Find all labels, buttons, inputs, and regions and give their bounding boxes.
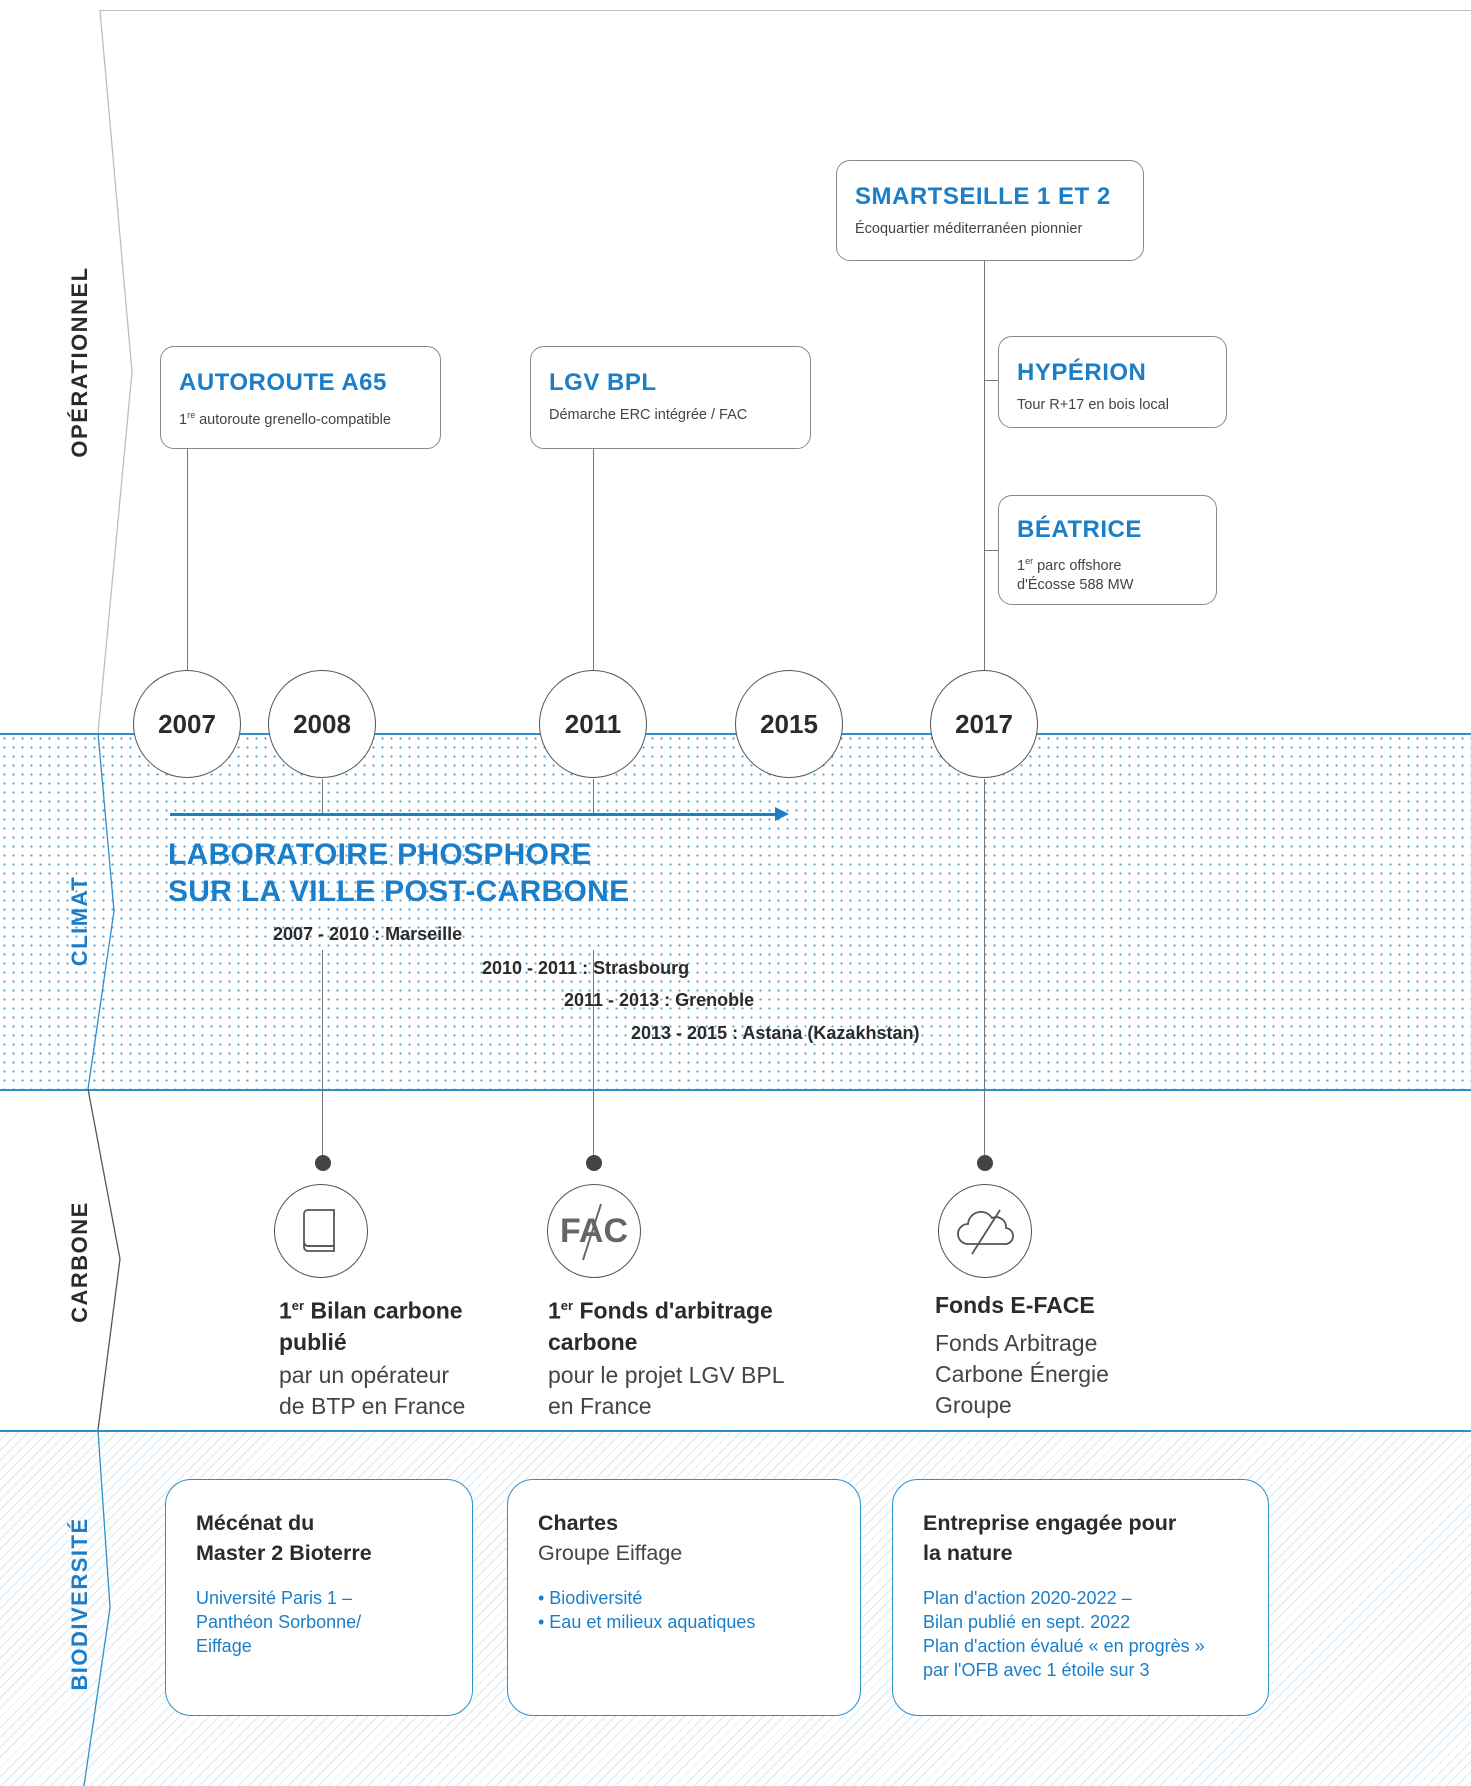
card-body: Plan d'action 2020-2022 – Bilan publié e… (923, 1588, 1205, 1680)
project-title: AUTOROUTE A65 (179, 369, 387, 396)
project-subtitle: 1re autoroute grenello-compatible (179, 410, 391, 428)
connector-2011-climat (593, 779, 595, 813)
band-label-climat: CLIMAT (67, 875, 92, 967)
climat-band (0, 734, 1471, 1090)
project-lgv-bpl: LGV BPL Démarche ERC intégrée / FAC (530, 346, 811, 449)
card-body: • Biodiversité • Eau et milieux aquatiqu… (538, 1588, 756, 1632)
project-title: SMARTSEILLE 1 ET 2 (855, 183, 1111, 210)
laboratoire-title-line2: SUR LA VILLE POST-CARBONE (168, 875, 630, 908)
project-title: BÉATRICE (1017, 516, 1142, 543)
project-subtitle: Écoquartier méditerranéen pionnier (855, 221, 1083, 237)
project-autoroute-a65: AUTOROUTE A65 1re autoroute grenello-com… (160, 346, 441, 449)
project-subtitle: Démarche ERC intégrée / FAC (549, 407, 748, 423)
top-divider (100, 10, 1471, 11)
connector-2008-carbone (322, 950, 324, 1162)
project-title: HYPÉRION (1017, 359, 1147, 386)
dot-eface (977, 1155, 993, 1171)
arrow-head-icon (775, 807, 789, 821)
period-grenoble: 2011 - 2013 : Grenoble (564, 990, 755, 1010)
project-title: LGV BPL (549, 369, 657, 396)
card-title-line1: Mécénat du (196, 1511, 315, 1535)
connector-2017-top (984, 261, 986, 679)
divider-climat-bottom (0, 1089, 1471, 1091)
dot-fonds (586, 1155, 602, 1171)
card-title-line2: la nature (923, 1541, 1013, 1565)
year-2017: 2017 (930, 670, 1038, 778)
connector-2007 (187, 449, 189, 679)
card-subtitle: Groupe Eiffage (538, 1541, 683, 1565)
side-chevrons (83, 9, 133, 1786)
period-astana: 2013 - 2015 : Astana (Kazakhstan) (631, 1023, 920, 1043)
card-chartes: Chartes Groupe Eiffage • Biodiversité • … (507, 1479, 861, 1716)
card-entreprise-engagee: Entreprise engagée pour la nature Plan d… (892, 1479, 1269, 1716)
connector-2017-carbone (984, 779, 986, 1162)
project-hyperion: HYPÉRION Tour R+17 en bois local (998, 336, 1227, 428)
band-label-carbone: CARBONE (67, 1201, 92, 1323)
year-2008: 2008 (268, 670, 376, 778)
connector-2008-climat (322, 779, 324, 813)
connector-2011-carbone (593, 950, 595, 1162)
card-title: Chartes (538, 1511, 619, 1535)
period-marseille: 2007 - 2010 : Marseille (273, 924, 463, 944)
eface-title: Fonds E-FACE (935, 1292, 1095, 1318)
card-body: Université Paris 1 – Panthéon Sorbonne/ … (196, 1588, 362, 1656)
svg-text:FAC: FAC (560, 1212, 628, 1250)
year-2015: 2015 (735, 670, 843, 778)
laboratoire-title-line1: LABORATOIRE PHOSPHORE (168, 838, 592, 871)
connector-2011-top (593, 449, 595, 679)
connector-hyperion (984, 380, 1000, 381)
year-2007: 2007 (133, 670, 241, 778)
timeline-arrow-line (170, 813, 778, 816)
card-title-line2: Master 2 Bioterre (196, 1541, 372, 1565)
period-strasbourg: 2010 - 2011 : Strasbourg (482, 958, 690, 978)
band-label-biodiversite: BIODIVERSITÉ (67, 1517, 92, 1691)
card-title-line1: Entreprise engagée pour (923, 1511, 1177, 1535)
band-label-operationnel: OPÉRATIONNEL (67, 266, 92, 458)
book-icon (274, 1184, 368, 1278)
project-smartseille: SMARTSEILLE 1 ET 2 Écoquartier méditerra… (836, 160, 1144, 261)
divider-bio-top (0, 1430, 1471, 1432)
card-mecenat: Mécénat du Master 2 Bioterre Université … (165, 1479, 473, 1716)
dot-bilan (315, 1155, 331, 1171)
project-subtitle: Tour R+17 en bois local (1017, 397, 1169, 413)
no-cloud-icon (938, 1184, 1032, 1278)
connector-beatrice (984, 550, 1000, 551)
fac-icon: FAC (547, 1184, 641, 1278)
year-2011: 2011 (539, 670, 647, 778)
